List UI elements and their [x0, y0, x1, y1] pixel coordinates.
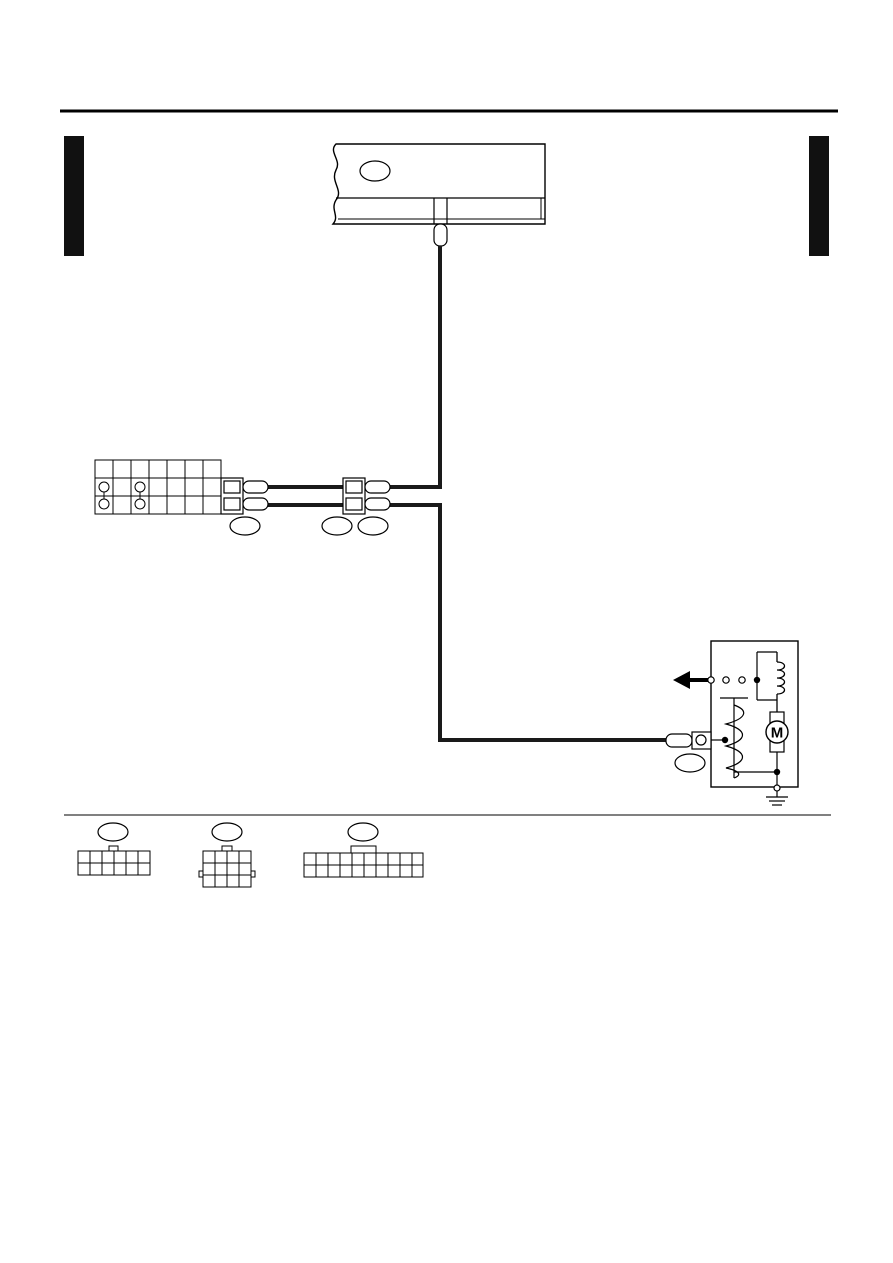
spring-contact [720, 697, 748, 779]
motor-connector [665, 731, 712, 750]
control-module [331, 143, 546, 247]
connector-view-3-id-bubble [347, 822, 379, 842]
connector-view-3 [303, 822, 424, 878]
wire-harness [268, 246, 668, 742]
relay-coil-icon [776, 652, 786, 712]
middle-connector [342, 477, 391, 515]
motor-icon: M [765, 711, 789, 753]
motor-label: M [771, 725, 784, 742]
connector-view-2-id-bubble [211, 822, 243, 842]
ground-icon [766, 791, 788, 806]
switch-grid [94, 459, 222, 515]
left-tab-bar [64, 136, 84, 256]
left-connector [220, 477, 269, 515]
motor-actuator-unit: M [673, 640, 799, 806]
left-connector-id-bubble [229, 516, 261, 536]
module-connector-id-bubble [359, 160, 391, 182]
wire-joint-to-motor [390, 503, 668, 742]
middle-connector-id-bubble-b [357, 516, 389, 536]
connector-view-1 [77, 822, 151, 876]
contact-point [707, 676, 715, 684]
right-tab-bar [809, 136, 829, 256]
motor-connector-id-bubble [674, 753, 706, 773]
ground-terminal [773, 784, 781, 792]
middle-connector-id-bubble-a [321, 516, 353, 536]
contact-point [738, 676, 746, 684]
wire-module-to-joint [390, 246, 442, 489]
connector-view-2 [198, 822, 256, 888]
arrow-left-icon [673, 671, 711, 689]
module-pin-terminal [433, 223, 448, 247]
contact-point [722, 676, 730, 684]
connector-view-1-id-bubble [97, 822, 129, 842]
